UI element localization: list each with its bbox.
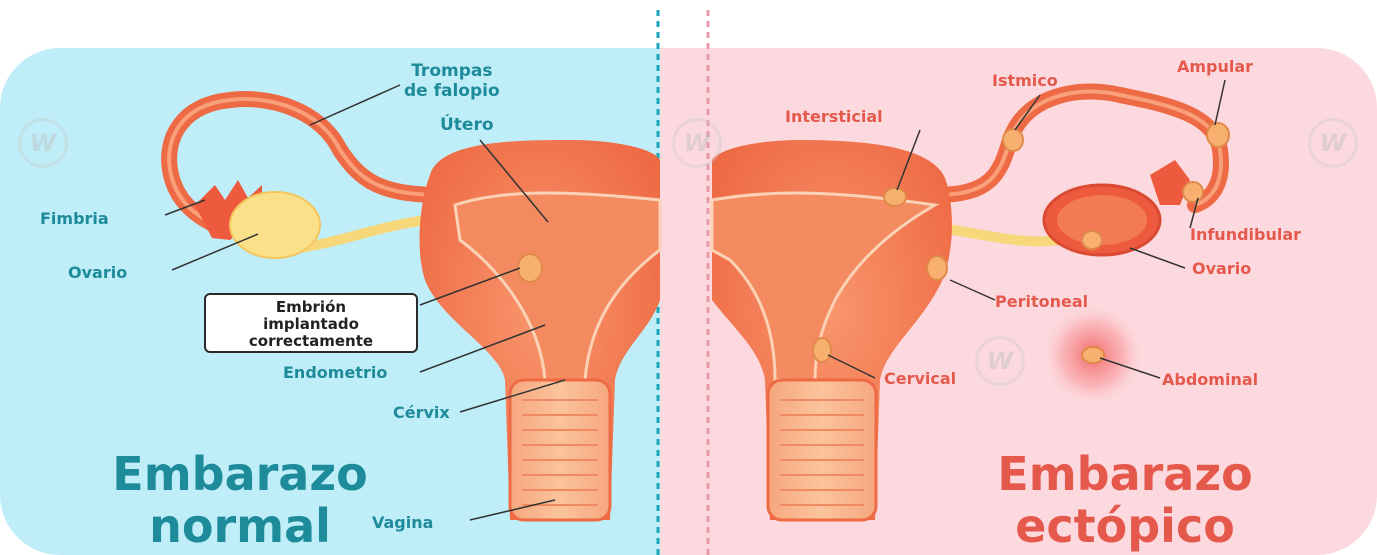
label-ovario-left: Ovario [68, 264, 127, 282]
watermark-icon: W [18, 118, 68, 168]
label-trompas-de-falopio: Trompas de falopio [404, 62, 500, 101]
label-peritoneal: Peritoneal [995, 293, 1088, 311]
label-cervix: Cérvix [393, 404, 450, 422]
embryo-istmico [1003, 129, 1023, 151]
title-right-line2: ectópico [955, 500, 1295, 552]
embryo-intersticial [884, 188, 906, 206]
watermark-icon: W [672, 118, 722, 168]
label-endometrio: Endometrio [283, 364, 387, 382]
label-ampular: Ampular [1177, 58, 1253, 76]
label-utero: Útero [440, 116, 494, 136]
embryo-peritoneal [927, 256, 947, 280]
label-abdominal: Abdominal [1162, 371, 1258, 389]
label-ovario-right: Ovario [1192, 260, 1251, 278]
embryo-abdominal [1082, 347, 1104, 363]
label-istmico: Istmico [992, 72, 1058, 90]
watermark-icon: W [1308, 118, 1358, 168]
embryo-ovario [1082, 231, 1102, 249]
label-intersticial: Intersticial [785, 108, 883, 126]
label-embrion-implantado: Embrión implantado correctamente [204, 293, 418, 353]
title-left-line2: normal [70, 500, 410, 552]
embryo-cervical [813, 338, 831, 362]
embryo-ampular [1207, 123, 1229, 147]
watermark-icon: W [975, 336, 1025, 386]
embryo-infundibular [1183, 182, 1203, 202]
title-right-line1: Embarazo [955, 448, 1295, 500]
label-infundibular: Infundibular [1190, 226, 1301, 244]
title-embarazo-ectopico: Embarazo ectópico [955, 448, 1295, 552]
title-embarazo-normal: Embarazo normal [70, 448, 410, 552]
title-left-line1: Embarazo [70, 448, 410, 500]
label-fimbria: Fimbria [40, 210, 109, 228]
label-cervical: Cervical [884, 370, 956, 388]
embryo-left [518, 254, 542, 282]
ovary-shape-left [230, 192, 320, 258]
